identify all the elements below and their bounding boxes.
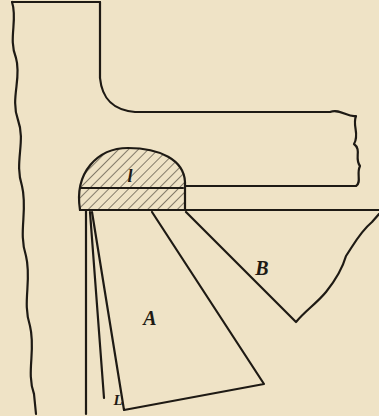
sector-b (186, 212, 379, 322)
body-break-edge (12, 2, 36, 414)
sector-a-inner-line (90, 212, 104, 398)
base-line (80, 209, 379, 211)
body-lower-edge (85, 210, 87, 414)
part-label: A (143, 308, 156, 328)
dimension-label: l (127, 167, 132, 185)
dimension-label: L (113, 393, 122, 408)
top-edge (12, 1, 100, 3)
part-label: B (255, 258, 268, 278)
hatched-section (79, 148, 185, 210)
sector-a (92, 212, 264, 410)
dimension-line (80, 187, 183, 189)
